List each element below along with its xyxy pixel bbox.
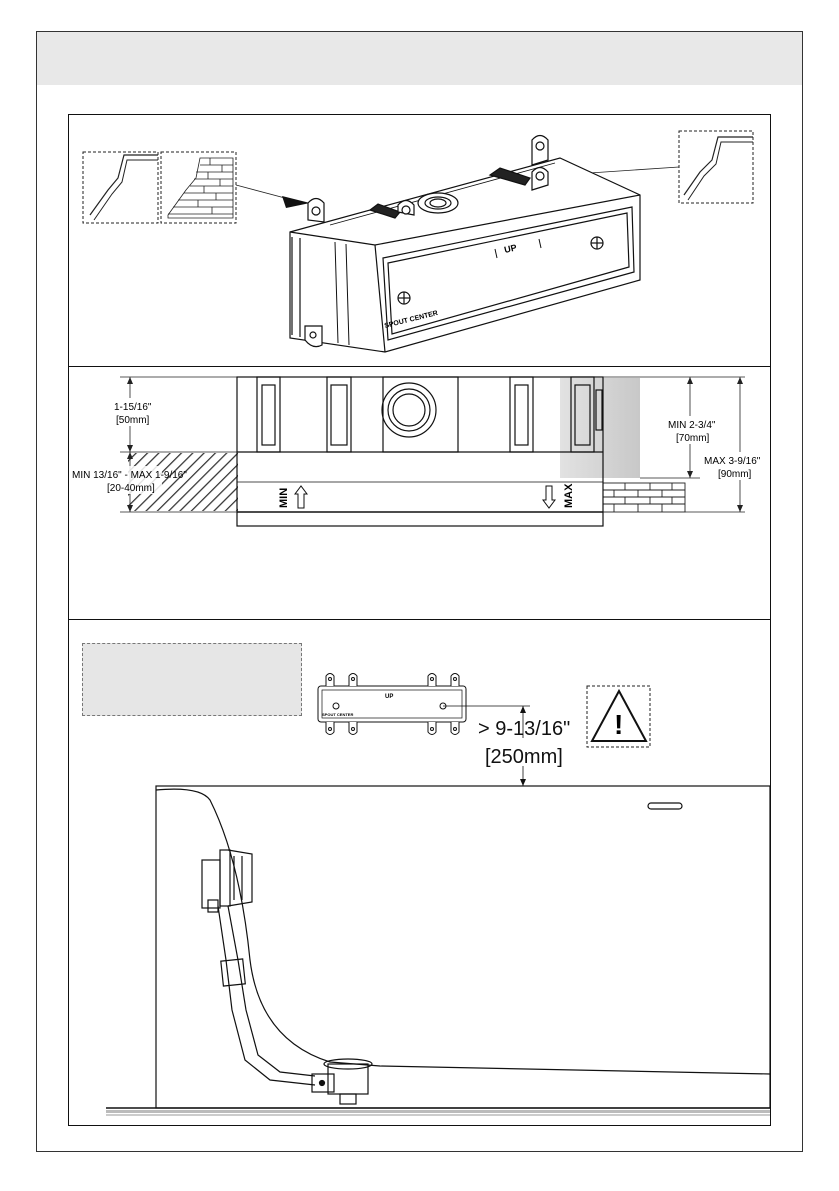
min-distance-label: > 9-13/16" [478,717,570,741]
floor-texture [106,1110,770,1116]
section3-spout-center-label: SPOUT CENTER [322,712,353,717]
warning-symbol: ! [614,709,623,740]
valve-box-front [318,674,466,735]
min-distance-mm-label: [250mm] [485,745,563,769]
bathtub-section [156,786,770,1108]
section3-up-label: UP [385,694,393,700]
